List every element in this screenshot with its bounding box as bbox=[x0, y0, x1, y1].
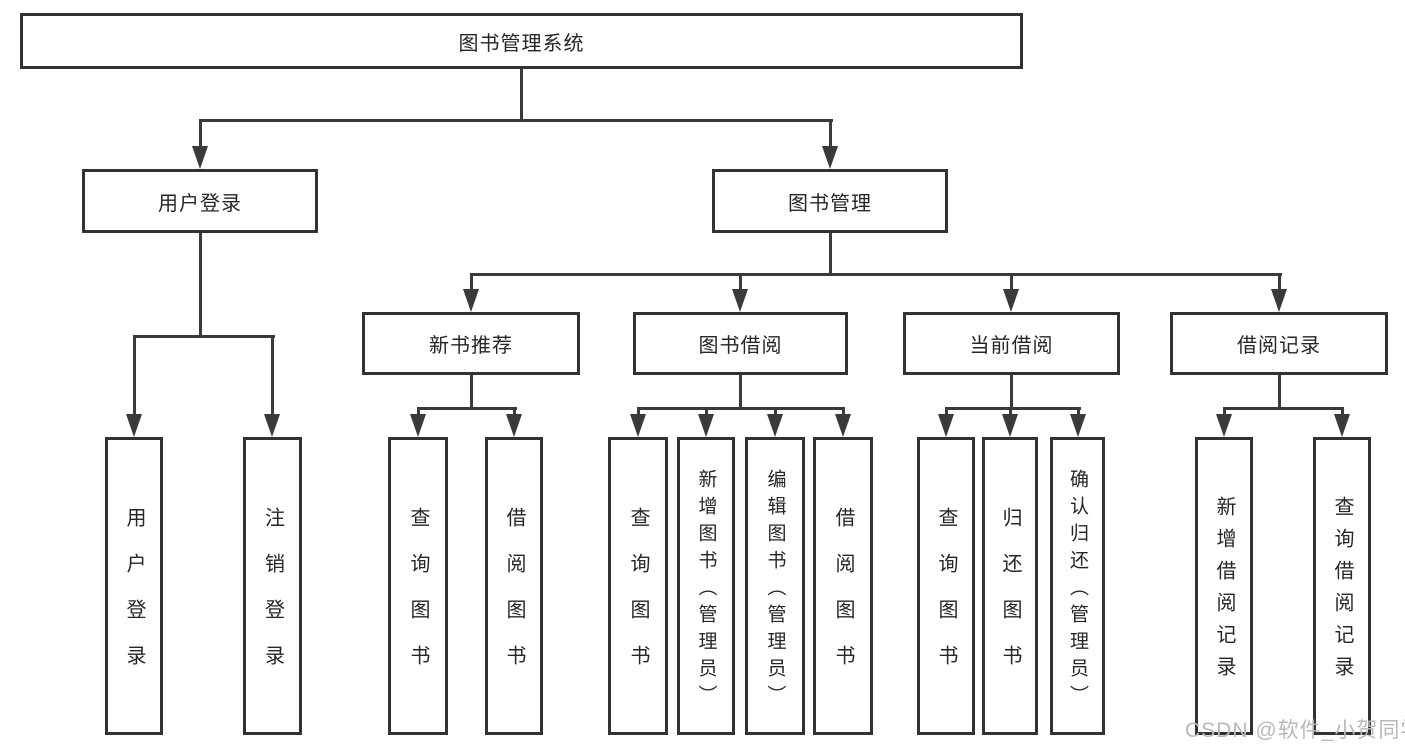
connector-line bbox=[417, 407, 420, 417]
arrowhead-down-icon bbox=[1003, 289, 1019, 312]
node-root: 图书管理系统 bbox=[20, 13, 1023, 69]
leaf-return-books: 归还图书 bbox=[982, 437, 1038, 735]
connector-line bbox=[199, 233, 202, 337]
connector-line bbox=[1278, 273, 1281, 291]
node-book-borrowing-label: 图书借阅 bbox=[698, 335, 783, 357]
connector-line bbox=[829, 119, 832, 147]
connector-line bbox=[513, 407, 516, 417]
arrowhead-down-icon bbox=[264, 414, 280, 437]
connector-line bbox=[945, 407, 1081, 410]
connector-line bbox=[945, 407, 948, 417]
leaf-query-books-current: 查询图书 bbox=[917, 437, 975, 735]
connector-line bbox=[1278, 375, 1281, 409]
node-book-borrowing: 图书借阅 bbox=[633, 312, 848, 375]
leaf-logout: 注销登录 bbox=[243, 437, 302, 735]
node-new-book-recommend-label: 新书推荐 bbox=[429, 335, 513, 357]
leaf-borrow-books-recommend-label: 借阅图书 bbox=[503, 507, 525, 691]
leaf-query-borrow-record-label: 查询借阅记录 bbox=[1331, 496, 1353, 688]
connector-line bbox=[1223, 407, 1344, 410]
arrowhead-down-icon bbox=[732, 289, 748, 312]
connector-line bbox=[705, 407, 708, 417]
arrowhead-down-icon bbox=[1070, 414, 1086, 437]
leaf-logout-label: 注销登录 bbox=[261, 507, 284, 691]
node-book-management-label: 图书管理 bbox=[788, 192, 872, 215]
connector-line bbox=[1341, 407, 1344, 417]
connector-line bbox=[520, 69, 523, 119]
node-user-login: 用户登录 bbox=[82, 169, 318, 233]
connector-line bbox=[637, 407, 640, 417]
arrowhead-down-icon bbox=[835, 414, 851, 437]
leaf-user-login-label: 用户登录 bbox=[123, 507, 145, 691]
leaf-add-books-admin-label: 新增图书（管理员） bbox=[695, 468, 717, 712]
arrowhead-down-icon bbox=[938, 414, 954, 437]
leaf-borrow-books-label: 借阅图书 bbox=[832, 507, 854, 691]
leaf-confirm-return-admin: 确认归还（管理员） bbox=[1050, 437, 1105, 735]
connector-line bbox=[739, 375, 742, 409]
node-borrowing-records: 借阅记录 bbox=[1170, 312, 1388, 375]
arrowhead-down-icon bbox=[767, 414, 783, 437]
connector-line bbox=[470, 273, 473, 291]
connector-line bbox=[271, 335, 274, 415]
node-book-management: 图书管理 bbox=[712, 169, 948, 233]
leaf-query-books-current-label: 查询图书 bbox=[935, 507, 957, 691]
node-root-label: 图书管理系统 bbox=[458, 32, 585, 55]
leaf-add-books-admin: 新增图书（管理员） bbox=[677, 437, 735, 735]
connector-line bbox=[774, 407, 777, 417]
connector-line bbox=[417, 407, 517, 410]
watermark: CSDN @软件_小贺同学 bbox=[1185, 719, 1405, 742]
arrowhead-down-icon bbox=[1216, 414, 1232, 437]
leaf-borrow-books: 借阅图书 bbox=[813, 437, 873, 735]
arrowhead-down-icon bbox=[698, 414, 714, 437]
leaf-query-books-recommend-label: 查询图书 bbox=[407, 507, 429, 691]
arrowhead-down-icon bbox=[410, 414, 426, 437]
leaf-query-books-borrowing-label: 查询图书 bbox=[627, 507, 649, 691]
arrowhead-down-icon bbox=[126, 414, 142, 437]
arrowhead-down-icon bbox=[192, 146, 208, 169]
arrowhead-down-icon bbox=[1002, 414, 1018, 437]
connector-line bbox=[470, 375, 473, 409]
connector-line bbox=[199, 119, 202, 147]
node-user-login-label: 用户登录 bbox=[158, 192, 242, 215]
leaf-return-books-label: 归还图书 bbox=[999, 507, 1021, 691]
leaf-edit-books-admin-label: 编辑图书（管理员） bbox=[764, 468, 786, 712]
connector-line bbox=[1077, 407, 1080, 417]
leaf-borrow-books-recommend: 借阅图书 bbox=[485, 437, 543, 735]
arrowhead-down-icon bbox=[1271, 289, 1287, 312]
leaf-add-borrow-record: 新增借阅记录 bbox=[1195, 437, 1253, 735]
leaf-user-login: 用户登录 bbox=[105, 437, 163, 735]
leaf-query-books-recommend: 查询图书 bbox=[388, 437, 448, 735]
leaf-edit-books-admin: 编辑图书（管理员） bbox=[745, 437, 805, 735]
arrowhead-down-icon bbox=[506, 414, 522, 437]
connector-line bbox=[829, 233, 832, 275]
node-current-borrowing: 当前借阅 bbox=[903, 312, 1120, 375]
connector-line bbox=[637, 407, 845, 410]
leaf-add-borrow-record-label: 新增借阅记录 bbox=[1213, 496, 1235, 688]
node-new-book-recommend: 新书推荐 bbox=[362, 312, 580, 375]
leaf-query-borrow-record: 查询借阅记录 bbox=[1313, 437, 1371, 735]
connector-line bbox=[1010, 375, 1013, 409]
arrowhead-down-icon bbox=[822, 146, 838, 169]
connector-line bbox=[133, 335, 275, 338]
connector-line bbox=[133, 335, 136, 415]
node-borrowing-records-label: 借阅记录 bbox=[1237, 335, 1321, 357]
connector-line bbox=[739, 273, 742, 291]
connector-line bbox=[1223, 407, 1226, 417]
connector-line bbox=[470, 273, 1282, 276]
leaf-confirm-return-admin-label: 确认归还（管理员） bbox=[1067, 468, 1088, 712]
connector-line bbox=[1009, 407, 1012, 417]
arrowhead-down-icon bbox=[463, 289, 479, 312]
connector-line bbox=[199, 119, 833, 122]
arrowhead-down-icon bbox=[630, 414, 646, 437]
arrowhead-down-icon bbox=[1334, 414, 1350, 437]
connector-line bbox=[1010, 273, 1013, 291]
node-current-borrowing-label: 当前借阅 bbox=[969, 335, 1054, 357]
connector-line bbox=[842, 407, 845, 417]
leaf-query-books-borrowing: 查询图书 bbox=[608, 437, 668, 735]
